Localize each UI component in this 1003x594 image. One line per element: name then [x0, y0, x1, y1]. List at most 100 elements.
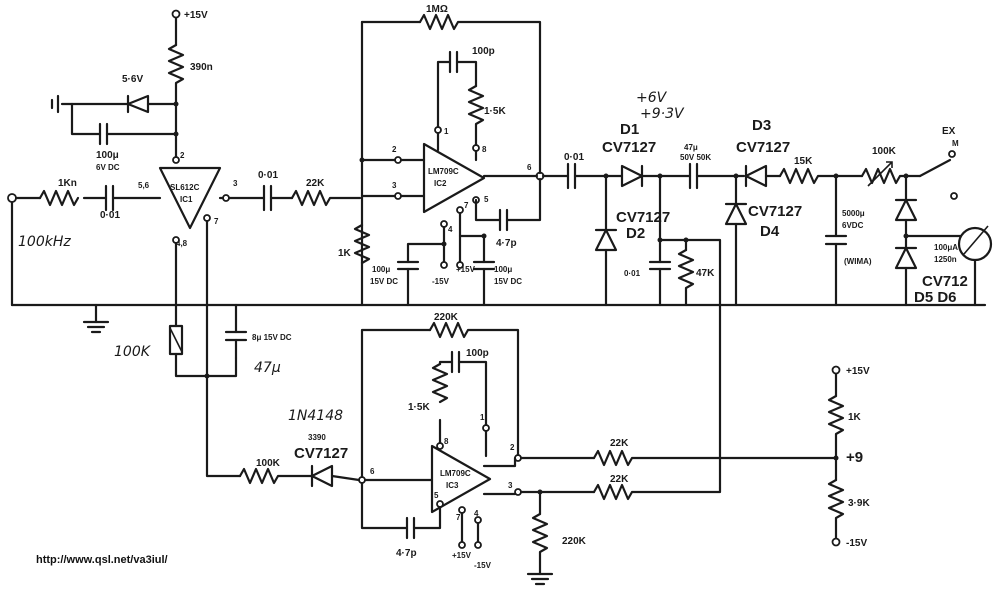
reference-divider: 22K 22K 220K +15V 1K +9 3·9K -15V	[519, 365, 870, 586]
capacitor-5000u-voltage: 6VDC	[842, 221, 864, 230]
switch-label: EX	[942, 126, 956, 137]
ic1-supply: +15V 390n 5·6V 100μ 6V DC	[50, 9, 213, 172]
resistor-22k-c	[592, 483, 722, 501]
mid-tap-label: +9	[846, 449, 863, 466]
ic2-part: LM709C	[428, 167, 459, 176]
resistor-22k-b	[592, 449, 838, 467]
resistor-22k-c-label: 22K	[610, 474, 629, 485]
diode-d1	[620, 164, 644, 188]
diode-d2-part: CV7127	[616, 209, 670, 226]
resistor-390-label: 390n	[190, 62, 213, 73]
resistor-22k-a-label: 22K	[306, 178, 325, 189]
diode-d6	[894, 246, 918, 270]
ic1-pin-top: 2	[180, 151, 185, 160]
detector-section: 0·01 CV7127 D1 +6V +9·3V 47μ 50V 50K CV7…	[541, 90, 959, 200]
resistor-100k-hw-label: 100K	[114, 344, 152, 360]
ic3-pin-8: 8	[444, 437, 449, 446]
resistor-15k-b	[778, 167, 864, 185]
ic2-pin-2: 2	[392, 145, 397, 154]
ic3-feedback: 220K 100p 1·5K	[360, 312, 520, 479]
resistor-1k-b	[827, 394, 845, 460]
resistor-39k-label: 3·9K	[848, 498, 870, 509]
resistor-15k-c-label: 1·5K	[408, 402, 430, 413]
capacitor-100u-a-voltage: 15V DC	[370, 277, 398, 286]
potentiometer-label: 100K	[872, 146, 897, 157]
input-frequency-note: 100kHz	[18, 234, 71, 250]
resistor-47k-label: 47K	[696, 268, 715, 279]
capacitor-100u-label: 100μ	[96, 150, 119, 161]
meter-resistance: 1250n	[934, 255, 957, 264]
supply-right-bottom: -15V	[846, 538, 867, 549]
ic2-pin-4: 4	[448, 225, 453, 234]
diode-in	[310, 464, 334, 488]
capacitor-100u-voltage: 6V DC	[96, 163, 120, 172]
input-section: 1Kn 0·01 100kHz	[7, 178, 162, 250]
supply-right-top: +15V	[846, 366, 870, 377]
ic2-amplifier: LM709C IC2 2 3 1 8 6 5 4 7 4·7p	[360, 126, 545, 249]
diode-hw-label-2: 3390	[308, 433, 326, 442]
capacitor-100u-b-label: 100μ	[494, 265, 512, 274]
capacitor-8u	[224, 330, 248, 342]
ic1-bias: 100K 8μ 15V DC 47μ	[114, 219, 292, 478]
resistor-1k-b-label: 1K	[848, 412, 862, 423]
ic2-pin-5: 5	[484, 195, 489, 204]
capacitor-5000u-brand: (WIMA)	[844, 257, 872, 266]
ic3-pin-7: 7	[456, 513, 461, 522]
ic1-to-ic2: 0·01 22K	[227, 170, 362, 212]
meter-switch[interactable]	[918, 158, 952, 178]
switch-pin-label: M	[952, 139, 959, 148]
ground-bus	[10, 198, 987, 334]
diode-d56-part: CV712	[922, 273, 968, 290]
diode-d3-ref: D3	[752, 117, 771, 134]
diode-d1-ref: D1	[620, 121, 639, 138]
diode-d4-ref: D4	[760, 223, 780, 240]
input-resistor	[38, 189, 80, 207]
ic3-pin-4: 4	[474, 509, 479, 518]
input-capacitor-label: 0·01	[100, 210, 120, 221]
ic3-neg-supply: -15V	[474, 561, 492, 570]
diode-d2	[594, 228, 618, 252]
capacitor-100p-a-label: 100p	[472, 46, 495, 57]
resistor-15k-c	[431, 362, 449, 404]
source-url[interactable]: http://www.qsl.net/va3iul/	[36, 554, 168, 566]
capacitor-47u-label: 47μ	[684, 143, 698, 152]
capacitor-5000u-label: 5000μ	[842, 209, 865, 218]
diode-d2-ref: D2	[626, 225, 645, 242]
ic2-feedback: 1MΩ 100p 1·5K	[359, 4, 542, 307]
ic1-pin-bot: 4,8	[176, 239, 188, 248]
resistor-1m	[418, 13, 542, 175]
ic1-part: SL612C	[170, 183, 200, 192]
resistor-1k-a-label: 1K	[338, 248, 352, 259]
ic3-amplifier: LM709C IC3 6 2 3 1 8 5 7 4 4·7p +15V -15…	[358, 413, 522, 570]
ic3-pin-2: 2	[510, 443, 515, 452]
resistor-15k-a	[467, 84, 485, 147]
resistor-22k-a	[290, 189, 362, 207]
ic2-ref: IC2	[434, 179, 447, 188]
ic3-pin-5: 5	[434, 491, 439, 500]
ic1-pin-7: 7	[214, 217, 219, 226]
ic3-pin-6: 6	[370, 467, 375, 476]
ic2-pos-supply: +15V	[456, 265, 476, 274]
input-resistor-label: 1Kn	[58, 178, 77, 189]
rectifier-shunt: CV7127 D2 0·01 47K CV7127 D4 5000μ 6VDC …	[594, 174, 993, 490]
diode-d3-part: CV7127	[736, 139, 790, 156]
ic2-decoupling: 1K 100μ 15V DC -15V +15V 100μ 15V DC	[338, 211, 522, 307]
resistor-47k	[677, 248, 695, 307]
capacitor-100u-a-label: 100μ	[372, 265, 390, 274]
capacitor-001b-label: 0·01	[564, 152, 584, 163]
potentiometer-100k	[860, 167, 922, 185]
input-terminal	[7, 193, 17, 203]
ic1-pin-out: 3	[233, 179, 238, 188]
resistor-39k	[827, 478, 845, 540]
diode-d56-ref: D5 D6	[914, 289, 957, 306]
ic1-amplifier: SL612C IC1 5,6 2 3 4,8 7	[138, 138, 238, 307]
resistor-1m-label: 1MΩ	[426, 4, 448, 15]
ic1-pin-in: 5,6	[138, 181, 150, 190]
ic2-neg-supply: -15V	[432, 277, 450, 286]
resistor-220k	[428, 321, 520, 457]
capacitor-001c-label: 0·01	[624, 269, 641, 278]
zener-diode	[126, 94, 150, 114]
capacitor-47p-a-label: 4·7p	[496, 238, 517, 249]
ic3-part: LM709C	[440, 469, 471, 478]
